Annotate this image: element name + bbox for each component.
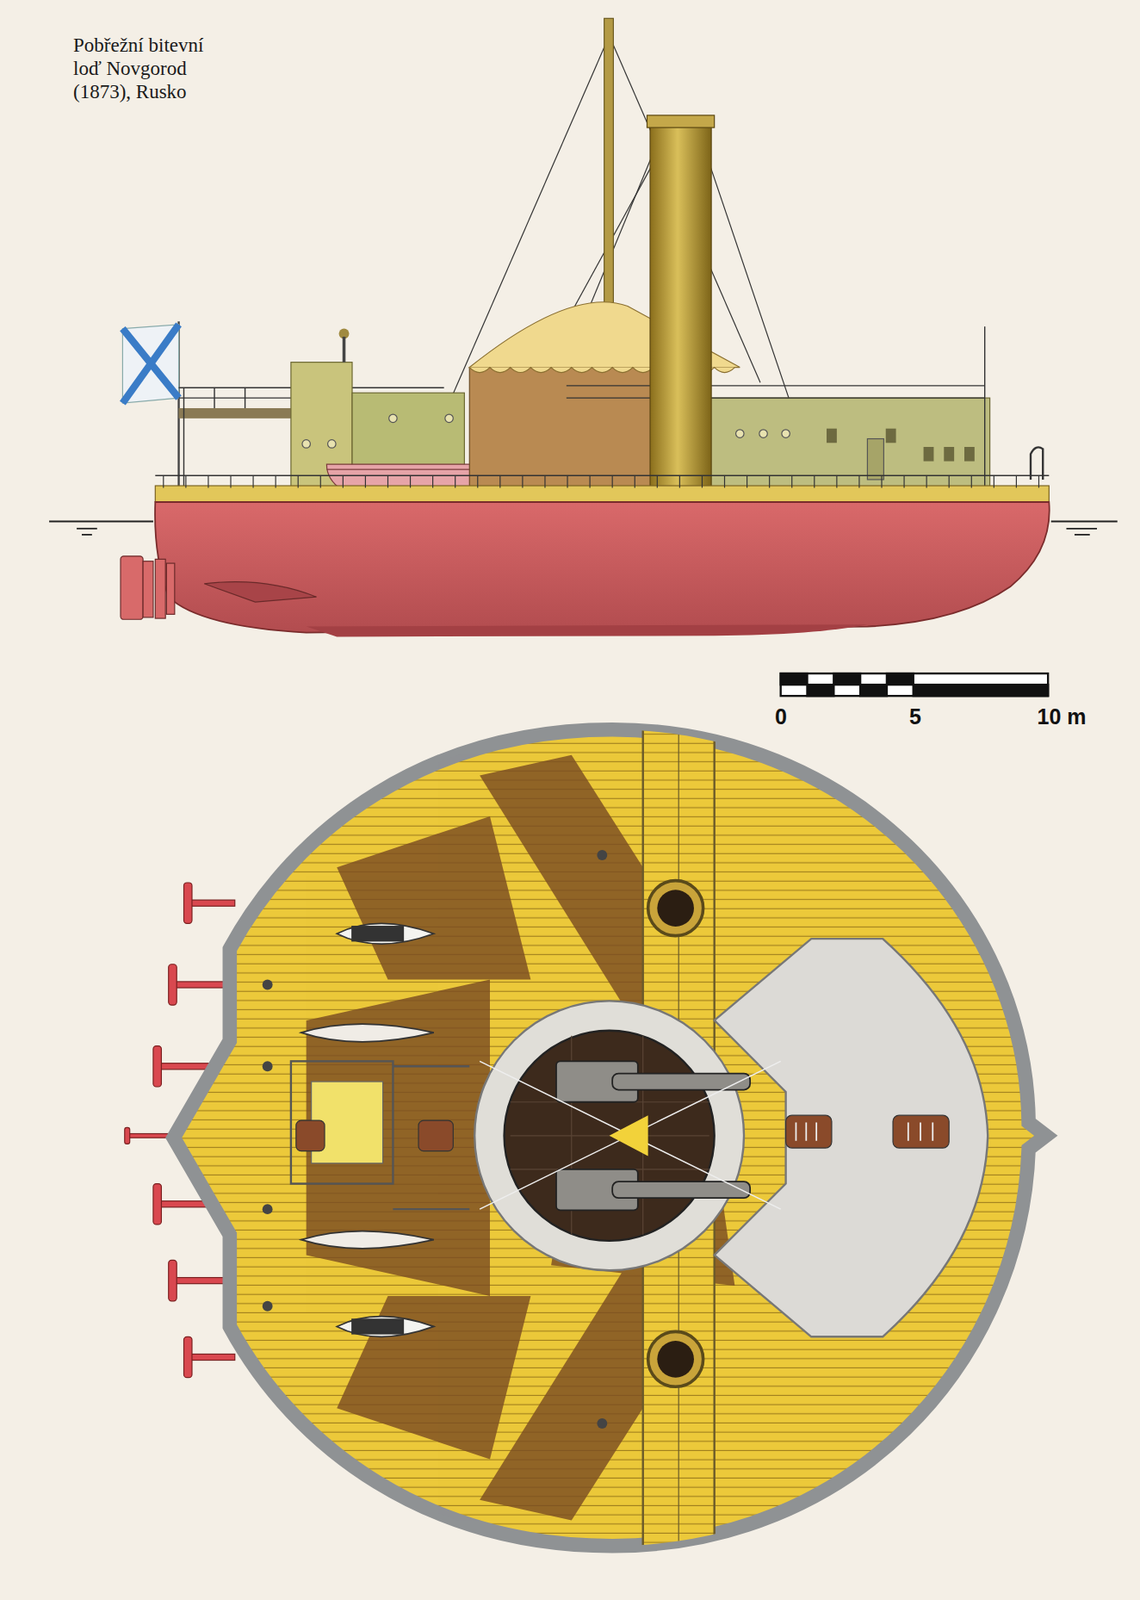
scale-label: 0 bbox=[774, 704, 787, 730]
title: Pobřežní bitevní loď Novgorod (1873), Ru… bbox=[73, 33, 233, 104]
scale-label: 10 m bbox=[1037, 704, 1087, 730]
scale-label: 5 bbox=[909, 704, 922, 730]
